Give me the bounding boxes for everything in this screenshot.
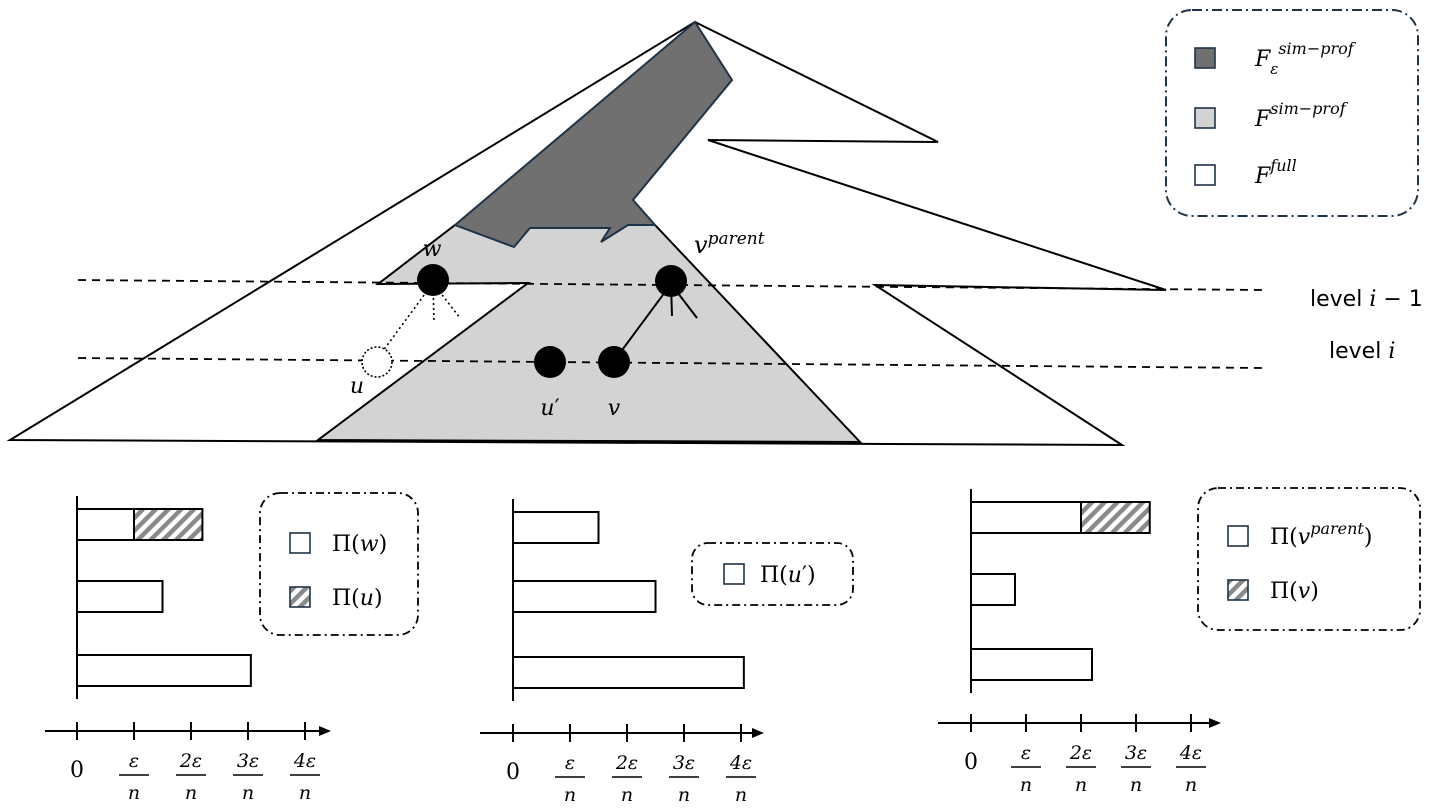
x-tick-label-numerator: 3ε [237, 750, 259, 772]
x-tick-label-denominator: n [1075, 774, 1087, 796]
edge-vparent-v [613, 283, 672, 362]
x-axis-arrow [1209, 718, 1221, 728]
bar-plain [512, 511, 600, 544]
node-u [361, 346, 393, 378]
panel-legend-frame [691, 542, 854, 606]
node-v [598, 346, 630, 378]
legend-swatch-hatched [289, 586, 311, 608]
bar-plain [970, 648, 1093, 681]
x-tick-label-numerator: ε [1021, 742, 1031, 764]
label-v: v [608, 396, 621, 421]
panel-legend-vparent-v: Π(vparent) Π(v) [1197, 487, 1421, 631]
legend-label-eps-sim-prof: Fεsim−prof [1254, 39, 1357, 78]
x-tick-label-numerator: 3ε [1125, 742, 1147, 764]
panel-legend-frame [1197, 487, 1421, 631]
x-tick-label-numerator: 2ε [1069, 742, 1092, 764]
bar-plain [512, 656, 745, 689]
bar-plain [970, 501, 1082, 534]
x-tick-label-numerator: ε [129, 750, 139, 772]
legend-label-full: Ffull [1254, 156, 1297, 189]
level-label-lower: level i [1329, 339, 1395, 364]
x-tick-label-denominator: n [242, 782, 254, 804]
x-tick-label-numerator: 3ε [673, 752, 695, 774]
panel-legend-frame [259, 492, 419, 636]
legend-label-pi-v-parent: Π(vparent) [1270, 519, 1372, 550]
label-v-parent: vparent [694, 229, 765, 259]
eps-sim-prof-region [453, 20, 734, 249]
x-tick-label-denominator: n [621, 784, 633, 806]
x-tick-label: 0 [964, 750, 978, 775]
label-w: w [423, 237, 442, 262]
node-v-parent [655, 265, 687, 297]
level-label-upper: level i − 1 [1310, 287, 1423, 312]
legend-swatch-hatched [1227, 579, 1249, 601]
x-tick-label-numerator: 4ε [293, 750, 316, 772]
legend-label-sim-prof: Fsim−prof [1254, 99, 1349, 132]
label-u: u [350, 374, 364, 399]
x-tick-label-denominator: n [678, 784, 690, 806]
legend-label-pi-u: Π(u) [332, 586, 383, 611]
x-tick-label-denominator: n [299, 782, 311, 804]
node-u-prime [534, 346, 566, 378]
bar-plain [76, 508, 135, 541]
bar-hatched [1080, 501, 1151, 534]
x-tick-label: 0 [70, 758, 84, 783]
edge-w-u [376, 282, 434, 360]
panel-legend-w-u: Π(w) Π(u) [259, 492, 419, 636]
label-u-prime: u′ [540, 396, 559, 421]
legend-swatch-plain [289, 532, 311, 554]
level-line-lower [77, 357, 1263, 369]
tree-legend-frame [1165, 9, 1419, 217]
x-tick-label-denominator: n [564, 784, 576, 806]
legend-label-pi-v: Π(v) [1270, 579, 1319, 604]
x-tick-label-denominator: n [735, 784, 747, 806]
legend-label-pi-u-prime: Π(u′) [760, 563, 816, 588]
edge-w-stub-2 [432, 282, 461, 319]
x-tick-label-denominator: n [128, 782, 140, 804]
x-tick-label-numerator: 4ε [1179, 742, 1202, 764]
legend-swatch-plain [723, 563, 745, 585]
x-axis-arrow [752, 728, 764, 738]
x-tick-label-numerator: 2ε [615, 752, 638, 774]
x-tick-label: 0 [506, 760, 520, 785]
node-w [417, 264, 449, 296]
legend-swatch-plain [1227, 525, 1249, 547]
legend-label-pi-w: Π(w) [332, 532, 387, 557]
bar-plain [970, 573, 1016, 606]
tree-legend: Fεsim−prof Fsim−prof Ffull [1165, 9, 1419, 217]
x-tick-label-numerator: 2ε [179, 750, 202, 772]
x-tick-label-denominator: n [185, 782, 197, 804]
x-tick-label-numerator: ε [565, 752, 575, 774]
bar-hatched [133, 508, 204, 541]
legend-swatch-full [1194, 164, 1216, 186]
legend-swatch-eps-sim-prof [1194, 47, 1216, 69]
panel-legend-u-prime: Π(u′) [691, 542, 854, 606]
bar-plain [512, 580, 657, 613]
x-tick-label-numerator: 4ε [729, 752, 752, 774]
x-tick-label-denominator: n [1020, 774, 1032, 796]
bar-plain [76, 580, 164, 613]
x-tick-label-denominator: n [1185, 774, 1197, 796]
bar-plain [76, 654, 252, 687]
legend-swatch-sim-prof [1194, 107, 1216, 129]
x-axis-arrow [319, 726, 331, 736]
x-tick-label-denominator: n [1130, 774, 1142, 796]
